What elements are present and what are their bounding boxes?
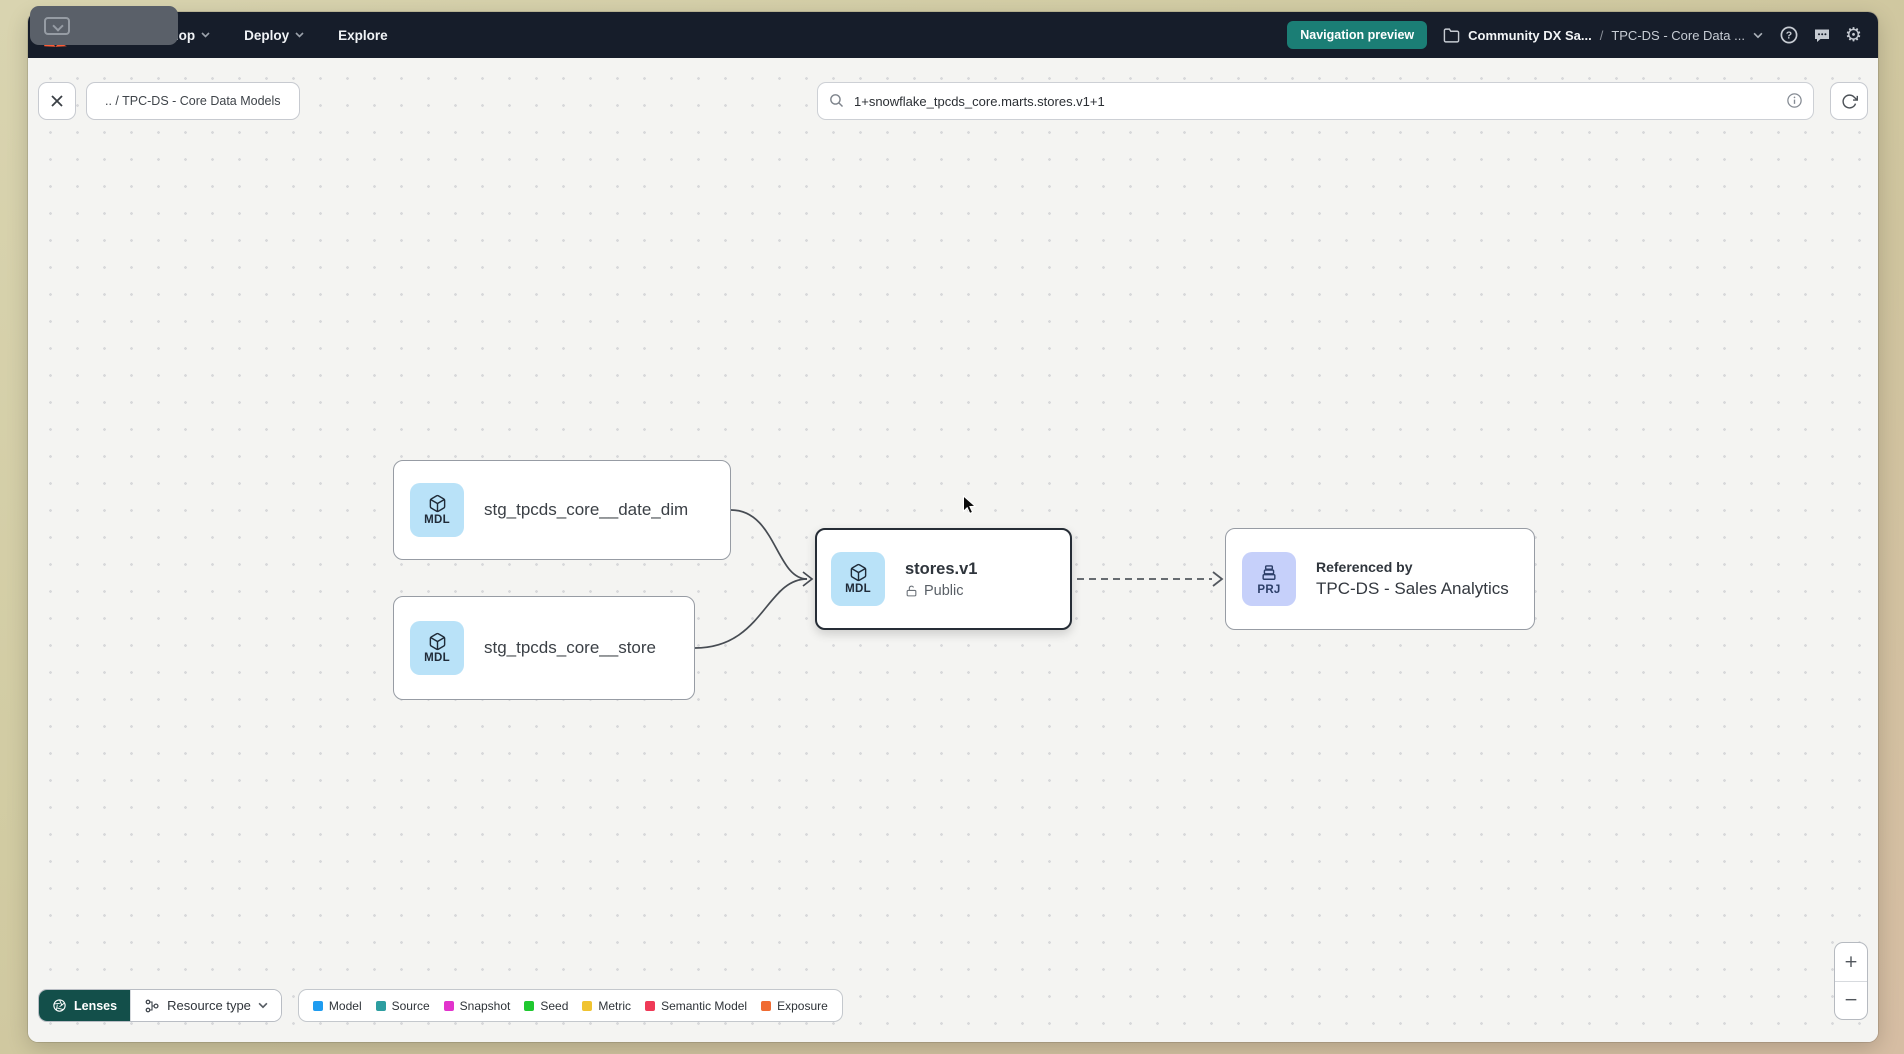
search-icon bbox=[828, 92, 845, 114]
navigation-preview-badge[interactable]: Navigation preview bbox=[1287, 21, 1428, 49]
project-archive-icon bbox=[1262, 564, 1276, 580]
node-title: stores.v1 bbox=[905, 559, 978, 578]
feedback-icon[interactable] bbox=[1812, 25, 1832, 45]
badge-label: MDL bbox=[845, 583, 871, 595]
resource-type-label: Resource type bbox=[167, 998, 251, 1013]
legend-label: Model bbox=[328, 998, 362, 1013]
edge-store-to-stores bbox=[694, 578, 808, 649]
navbar-right: Navigation preview Community DX Sa... / … bbox=[1287, 21, 1862, 49]
chevron-down-icon bbox=[258, 1002, 268, 1009]
navbar-icons: ? ⚙ bbox=[1779, 25, 1862, 45]
breadcrumb-account[interactable]: Community DX Sa... bbox=[1468, 27, 1592, 43]
edge-date-dim-to-stores bbox=[730, 509, 808, 580]
lineage-breadcrumb-chip[interactable]: .. / TPC-DS - Core Data Models bbox=[86, 82, 300, 120]
node-label: stg_tpcds_core__date_dim bbox=[484, 500, 689, 519]
zoom-control: + − bbox=[1834, 942, 1868, 1020]
main-menu: Develop Deploy Explore bbox=[143, 28, 388, 43]
model-badge: MDL bbox=[831, 552, 885, 606]
node-access: Public bbox=[905, 583, 977, 599]
badge-label: MDL bbox=[424, 652, 450, 664]
zoom-in-button[interactable]: + bbox=[1843, 951, 1859, 972]
breadcrumb-separator: / bbox=[1599, 27, 1604, 43]
node-label: stg_tpcds_core__store bbox=[484, 638, 656, 657]
overlay-download-icon bbox=[44, 16, 70, 35]
referenced-by-kicker: Referenced by bbox=[1316, 559, 1413, 575]
legend-item-seed: Seed bbox=[524, 999, 568, 1013]
legend-swatch bbox=[761, 1000, 772, 1011]
model-badge: MDL bbox=[410, 621, 464, 675]
legend-swatch bbox=[582, 1000, 593, 1011]
badge-label: PRJ bbox=[1257, 583, 1281, 596]
legend-label: Snapshot bbox=[459, 998, 511, 1013]
legend-label: Source bbox=[391, 998, 430, 1013]
breadcrumb: Community DX Sa... / TPC-DS - Core Data … bbox=[1443, 27, 1763, 44]
legend-swatch bbox=[524, 1000, 535, 1011]
model-cube-icon bbox=[850, 563, 866, 582]
top-navbar: dbt Develop Deploy Explore Navigation pr… bbox=[28, 12, 1878, 58]
browser-overlay-tab bbox=[30, 6, 178, 45]
chevron-down-icon bbox=[201, 32, 210, 38]
legend-label: Exposure bbox=[777, 998, 828, 1013]
refresh-button[interactable] bbox=[1830, 82, 1868, 120]
node-stg-tpcds-core-date-dim[interactable]: MDL stg_tpcds_core__date_dim bbox=[393, 460, 731, 560]
legend-label: Semantic Model bbox=[661, 998, 748, 1013]
legend-swatch bbox=[645, 1000, 656, 1011]
legend-swatch bbox=[443, 1000, 454, 1011]
chevron-down-icon bbox=[295, 32, 304, 38]
svg-text:?: ? bbox=[1786, 30, 1792, 42]
referenced-project-name: TPC-DS - Sales Analytics bbox=[1316, 579, 1509, 598]
lenses-label: Lenses bbox=[74, 998, 118, 1013]
close-icon bbox=[51, 95, 63, 107]
zoom-out-button[interactable]: − bbox=[1835, 980, 1867, 1020]
model-badge: MDL bbox=[410, 483, 464, 537]
badge-label: MDL bbox=[424, 514, 450, 526]
help-icon[interactable]: ? bbox=[1779, 25, 1799, 45]
chevron-down-icon[interactable] bbox=[1753, 32, 1763, 39]
legend-label: Metric bbox=[598, 998, 632, 1013]
canvas-footer-controls: Lenses Resource type Model Source Snapshot… bbox=[38, 989, 843, 1022]
close-button[interactable] bbox=[38, 82, 76, 120]
node-stores-v1-selected[interactable]: MDL stores.v1 Public bbox=[815, 528, 1072, 630]
model-cube-icon bbox=[429, 494, 445, 513]
refresh-icon bbox=[1841, 93, 1858, 109]
breadcrumb-project[interactable]: TPC-DS - Core Data ... bbox=[1611, 27, 1745, 43]
lineage-canvas[interactable]: .. / TPC-DS - Core Data Models bbox=[28, 58, 1878, 1042]
resource-type-dropdown[interactable]: Resource type bbox=[130, 990, 281, 1021]
project-badge: PRJ bbox=[1242, 552, 1296, 606]
lenses-control: Lenses Resource type bbox=[38, 989, 282, 1022]
menu-deploy-label: Deploy bbox=[244, 27, 290, 43]
arrowhead bbox=[802, 571, 814, 587]
lens-aperture-icon bbox=[53, 999, 66, 1012]
unlock-icon bbox=[906, 585, 917, 596]
legend-label: Seed bbox=[540, 998, 569, 1013]
node-stg-tpcds-core-store[interactable]: MDL stg_tpcds_core__store bbox=[393, 596, 695, 700]
menu-deploy[interactable]: Deploy bbox=[244, 28, 304, 43]
legend-item-source: Source bbox=[375, 998, 430, 1013]
info-icon[interactable] bbox=[1786, 92, 1803, 114]
lineage-edges bbox=[694, 509, 1224, 649]
app-window: dbt Develop Deploy Explore Navigation pr… bbox=[28, 12, 1878, 1042]
legend: Model Source Snapshot Seed Metric Semantic Mo… bbox=[297, 989, 843, 1022]
model-cube-icon bbox=[429, 632, 445, 651]
lenses-button[interactable]: Lenses bbox=[39, 990, 131, 1021]
legend-item-semantic-model: Semantic Model bbox=[645, 999, 747, 1013]
search-input[interactable] bbox=[817, 82, 1814, 120]
canvas-toolbar: .. / TPC-DS - Core Data Models bbox=[38, 82, 1868, 120]
lineage-search bbox=[817, 82, 1814, 120]
arrowhead bbox=[1212, 571, 1224, 587]
legend-item-metric: Metric bbox=[582, 999, 631, 1013]
node-referenced-by-project[interactable]: PRJ Referenced by TPC-DS - Sales Analyti… bbox=[1225, 528, 1535, 630]
legend-swatch bbox=[312, 1000, 323, 1011]
legend-item-model: Model bbox=[312, 998, 362, 1013]
menu-explore[interactable]: Explore bbox=[338, 28, 388, 43]
legend-item-snapshot: Snapshot bbox=[443, 998, 511, 1013]
menu-explore-label: Explore bbox=[338, 27, 388, 43]
resource-type-icon bbox=[145, 999, 159, 1012]
legend-swatch bbox=[375, 1000, 386, 1011]
folder-icon bbox=[1443, 27, 1460, 43]
settings-gear-icon[interactable]: ⚙ bbox=[1844, 23, 1862, 46]
access-label: Public bbox=[924, 582, 964, 599]
legend-item-exposure: Exposure bbox=[761, 999, 828, 1013]
